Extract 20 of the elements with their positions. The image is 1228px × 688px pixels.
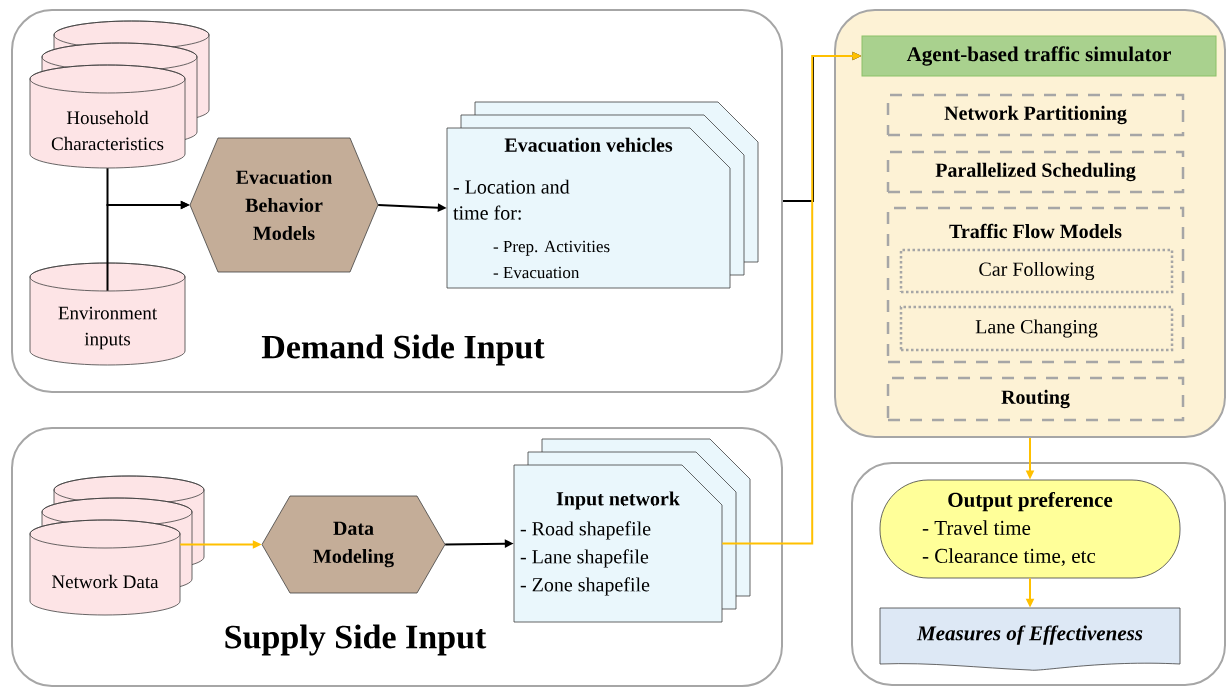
title-bar: Agent-based traffic simulator xyxy=(861,35,1217,77)
dashed-box: Parallelized Scheduling xyxy=(886,150,1185,194)
dotted-box: Car Following xyxy=(899,248,1174,294)
database-cylinder: Environment inputs xyxy=(29,262,186,366)
rounded-box: Output preference - Travel time - Clearance time, etc xyxy=(879,479,1181,579)
node-label: - Evacuation xyxy=(493,266,580,279)
dotted-box: Lane Changing xyxy=(899,305,1174,352)
node-label: Network Data xyxy=(52,574,159,589)
document-stack: Input network - Road shapefile - Lane shapefile - Zone shapefile xyxy=(513,438,751,623)
process-hexagon: Data Modeling xyxy=(261,495,446,594)
process-hexagon: Evacuation Behavior Models xyxy=(189,137,379,273)
dashed-box: Routing xyxy=(886,376,1185,422)
panel-title: Supply Side Input xyxy=(225,624,487,656)
document-stack: Evacuation vehicles - Location and time for: - Prep. Activities - Evacuation xyxy=(446,101,759,289)
database-cylinder: Household Characteristics xyxy=(29,20,210,169)
database-cylinder: Network Data xyxy=(29,475,205,616)
node-label: Characteristics xyxy=(51,136,164,151)
dashed-box: Network Partitioning xyxy=(886,93,1185,137)
document-box: Measures of Effectiveness xyxy=(879,607,1181,671)
panel-title: Demand Side Input xyxy=(261,334,545,366)
